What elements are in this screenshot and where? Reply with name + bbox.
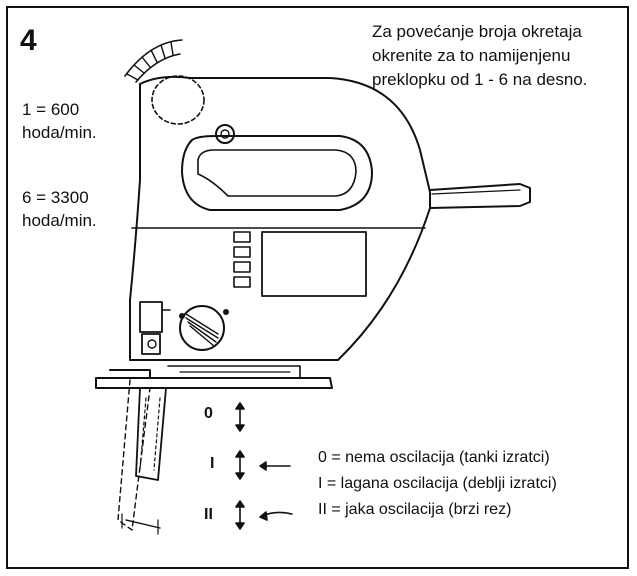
instruction-line: Za povećanje broja okretaja	[372, 22, 582, 41]
blade-clamp-icon	[139, 301, 171, 355]
jigsaw-body-outline	[129, 75, 431, 361]
instruction-line: preklopku od 1 - 6 na desno.	[372, 70, 588, 89]
speed-high-label: 6 = 3300 hoda/min.	[22, 186, 97, 232]
speed-low-label: 1 = 600 hoda/min.	[22, 98, 97, 144]
speed-low-unit: hoda/min.	[22, 123, 97, 142]
speed-wheel-icon	[151, 75, 205, 125]
saw-blade	[135, 387, 167, 481]
rating-label-plate	[261, 231, 367, 297]
instruction-line: okrenite za to namijenjenu	[372, 46, 571, 65]
oscillation-arrows	[235, 402, 293, 530]
speed-low-setting: 1 = 600	[22, 100, 80, 119]
oscillation-legend-1: I = lagana oscilacija (deblji izratci)	[318, 475, 557, 492]
oscillation-legend-2: II = jaka oscilacija (brzi rez)	[318, 501, 512, 518]
oscillation-legend-0: 0 = nema oscilacija (tanki izratci)	[318, 449, 550, 466]
power-cable	[429, 183, 531, 209]
base-plate	[95, 365, 333, 389]
lock-button-icon	[215, 124, 235, 144]
speed-high-setting: 6 = 3300	[22, 188, 89, 207]
oscillation-mark-1: I	[210, 455, 215, 472]
figure-number: 4	[20, 24, 37, 57]
figure-frame	[6, 6, 629, 569]
oscillation-mark-2: II	[204, 506, 213, 523]
speed-instruction: Za povećanje broja okretaja okrenite za …	[372, 20, 632, 92]
speed-dial-scale-icon	[124, 39, 183, 83]
vent-slots	[233, 231, 251, 288]
speed-high-unit: hoda/min.	[22, 211, 97, 230]
oscillation-knob-icon	[179, 305, 229, 351]
handle-grip-outline	[181, 135, 373, 211]
oscillation-mark-0: 0	[204, 405, 213, 422]
